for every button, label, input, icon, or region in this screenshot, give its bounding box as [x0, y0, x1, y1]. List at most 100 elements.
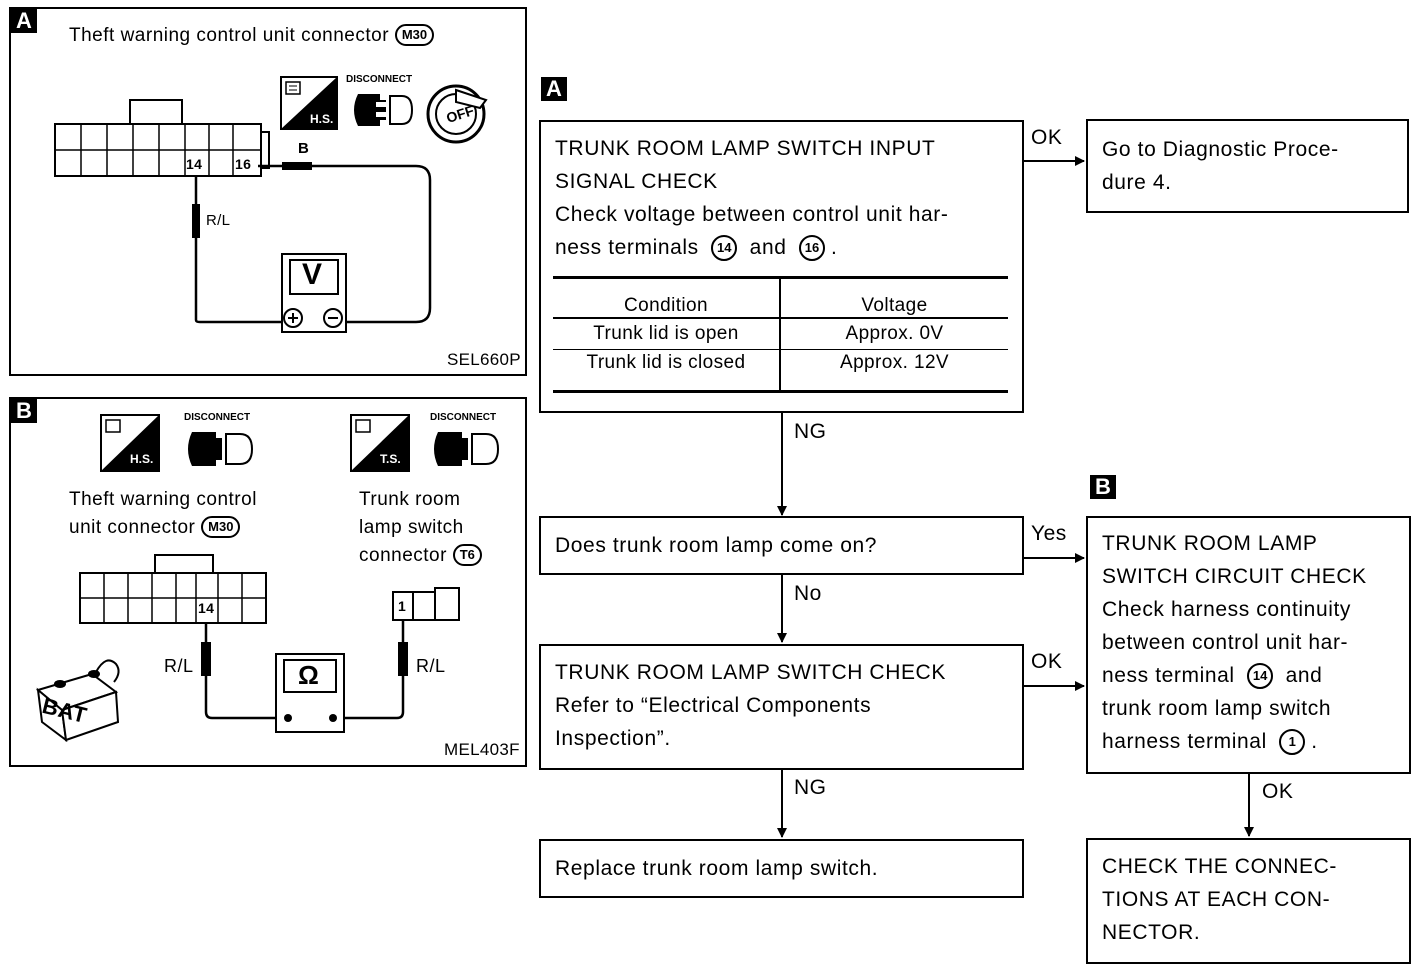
table-header-voltage: Voltage	[780, 277, 1008, 319]
label-ng-1: NG	[794, 420, 827, 443]
replace-text: Replace trunk room lamp switch.	[555, 857, 879, 880]
panel-b-right-code: T6	[452, 544, 482, 566]
box1-line4: ness terminals 14 and 16.	[555, 231, 1008, 264]
panel-b-left-label: Theft warning control unit connector M30	[69, 486, 257, 542]
circuit-box-line5-post: and	[1285, 664, 1323, 687]
panel-a-ref-code: SEL660P	[447, 350, 521, 369]
box1-line4-mid: and	[749, 236, 787, 259]
disconnect-icon-b2: DISCONNECT	[428, 412, 508, 476]
panel-b-wire-left: R/L	[164, 656, 194, 676]
panel-a-wire-b: B	[298, 140, 310, 157]
flow-tag-a: A	[541, 77, 567, 101]
circuit-box-line7-pre: harness terminal	[1102, 730, 1267, 753]
panel-a-tag: A	[11, 9, 37, 33]
table-cell-voltage: Approx. 0V	[780, 318, 1008, 350]
circuit-box-line1: TRUNK ROOM LAMP	[1102, 532, 1318, 555]
table-cell-condition: Trunk lid is closed	[553, 349, 781, 392]
panel-a-pin-16: 16	[235, 156, 252, 172]
table-cell-voltage: Approx. 12V	[840, 352, 949, 373]
terminal-1-badge: 1	[1279, 729, 1306, 755]
panel-a-title: Theft warning control unit connector M30	[69, 24, 435, 47]
panel-b-pin-14: 14	[198, 600, 215, 616]
circuit-box-line5-pre: ness terminal	[1102, 664, 1235, 687]
go-to-procedure-box: Go to Diagnostic Proce- dure 4.	[1086, 119, 1409, 213]
table-header-condition: Condition	[553, 277, 781, 319]
go-box-line2: dure 4.	[1102, 171, 1172, 194]
hs-icon-b: H.S.	[100, 414, 160, 472]
table-row: Trunk lid is closed Approx. 12V	[553, 349, 1008, 392]
panel-a-wire-rl: R/L	[206, 212, 231, 229]
panel-a-title-text: Theft warning control unit connector	[69, 25, 390, 46]
switch-check-box: TRUNK ROOM LAMP SWITCH CHECK Refer to “E…	[539, 644, 1024, 770]
switch-box-line1: TRUNK ROOM LAMP SWITCH CHECK	[555, 661, 946, 684]
disconnect-icon-b2-caption: DISCONNECT	[430, 412, 497, 423]
panel-a-pin-14: 14	[186, 156, 203, 172]
panel-b-right-label-line2: lamp switch	[359, 517, 464, 538]
ignition-off-icon: OFF	[426, 78, 496, 150]
disconnect-icon-caption: DISCONNECT	[346, 74, 413, 85]
panel-b-pin-1: 1	[398, 598, 407, 614]
panel-b-right-label: Trunk room lamp switch connector T6	[359, 486, 482, 570]
table-header-row: Condition Voltage	[553, 277, 1008, 319]
circuit-box-line5: ness terminal 14 and	[1102, 659, 1395, 692]
label-ng-2: NG	[794, 776, 827, 799]
panel-a-connector-code: M30	[394, 24, 435, 46]
hs-icon-b-caption: H.S.	[130, 452, 154, 466]
panel-b-left-label-line1: Theft warning control	[69, 489, 257, 510]
panel-b-wire-right: R/L	[416, 656, 446, 676]
check-connections-box: CHECK THE CONNEC- TIONS AT EACH CON- NEC…	[1086, 838, 1411, 964]
hs-icon-caption: H.S.	[310, 112, 334, 126]
disconnect-icon: DISCONNECT	[346, 74, 420, 134]
label-yes: Yes	[1031, 522, 1067, 545]
panel-b	[9, 397, 527, 767]
table-cell-condition: Trunk lid is open	[553, 318, 781, 350]
circuit-box-line2: SWITCH CIRCUIT CHECK	[1102, 565, 1367, 588]
terminal-14-badge: 14	[711, 235, 738, 261]
disconnect-icon-b1: DISCONNECT	[182, 412, 262, 476]
go-box-line1: Go to Diagnostic Proce-	[1102, 138, 1339, 161]
circuit-box-line3: Check harness continuity	[1102, 598, 1352, 621]
hs-icon: H.S.	[280, 76, 338, 130]
panel-b-left-label-line2-text: unit connector	[69, 517, 196, 538]
terminal-16-badge: 16	[798, 235, 825, 261]
box1-line1: TRUNK ROOM LAMP SWITCH INPUT	[555, 137, 936, 160]
connections-line3: NECTOR.	[1102, 921, 1201, 944]
terminal-14-badge: 14	[1247, 663, 1274, 689]
connections-line2: TIONS AT EACH CON-	[1102, 888, 1331, 911]
ts-icon: T.S.	[350, 414, 410, 472]
switch-box-line2: Refer to “Electrical Components	[555, 694, 872, 717]
table-row: Trunk lid is open Approx. 0V	[553, 318, 1008, 350]
lamp-question-box: Does trunk room lamp come on?	[539, 516, 1024, 575]
label-ok-3: OK	[1262, 780, 1294, 803]
replace-switch-box: Replace trunk room lamp switch.	[539, 839, 1024, 898]
ts-icon-caption: T.S.	[380, 452, 401, 466]
label-ok-2: OK	[1031, 650, 1063, 673]
voltage-table: Condition Voltage Trunk lid is open Appr…	[553, 276, 1008, 393]
box1-line3: Check voltage between control unit har-	[555, 203, 949, 226]
panel-b-right-label-line3: connector T6	[359, 542, 482, 570]
label-no: No	[794, 582, 822, 605]
circuit-box-line7: harness terminal 1.	[1102, 725, 1395, 758]
box1-line4-pre: ness terminals	[555, 236, 699, 259]
box1-line4-post: .	[830, 236, 838, 259]
battery-icon: BAT	[32, 652, 132, 742]
connections-line1: CHECK THE CONNEC-	[1102, 855, 1337, 878]
box1-line2: SIGNAL CHECK	[555, 170, 718, 193]
disconnect-icon-b1-caption: DISCONNECT	[184, 412, 251, 423]
panel-b-right-label-line3-text: connector	[359, 545, 447, 566]
circuit-box-line7-post: .	[1311, 730, 1318, 753]
panel-b-right-label-line1: Trunk room	[359, 489, 461, 510]
question-text: Does trunk room lamp come on?	[555, 534, 878, 557]
circuit-box-line6: trunk room lamp switch	[1102, 697, 1332, 720]
flow-tag-b: B	[1090, 475, 1116, 499]
panel-b-left-label-line2: unit connector M30	[69, 514, 257, 542]
panel-b-tag: B	[11, 399, 37, 423]
switch-box-line3: Inspection”.	[555, 727, 671, 750]
panel-a-meter-symbol: V	[302, 258, 323, 291]
panel-b-left-code: M30	[201, 516, 241, 538]
circuit-box-line4: between control unit har-	[1102, 631, 1349, 654]
circuit-check-box: TRUNK ROOM LAMP SWITCH CIRCUIT CHECK Che…	[1086, 516, 1411, 774]
panel-a	[9, 7, 527, 376]
panel-b-ref-code: MEL403F	[444, 740, 520, 759]
label-ok-1: OK	[1031, 126, 1063, 149]
